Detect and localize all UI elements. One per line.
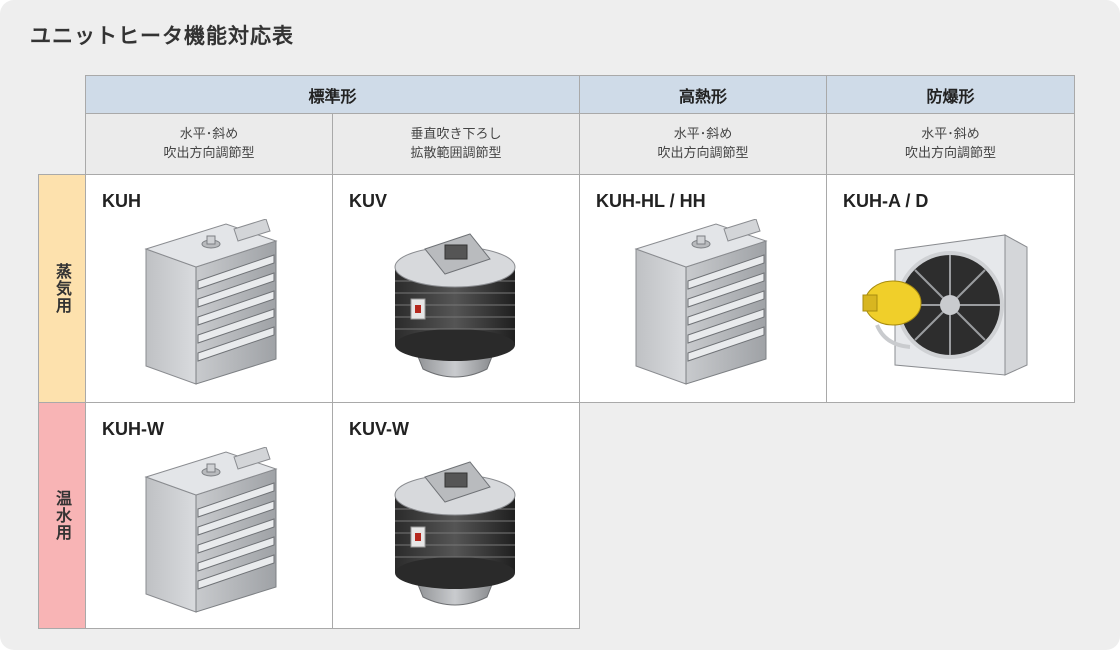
- product-cell-kuh-a-d[interactable]: KUH-A / D: [826, 174, 1075, 403]
- unit-heater-horizontal-icon: [136, 447, 286, 617]
- subheader-line: 吹出方向調節型: [657, 146, 749, 161]
- subheader-kuv: 垂直吹き下ろし 拡散範囲調節型: [332, 113, 580, 175]
- row-label-steam: 蒸気用: [38, 174, 86, 403]
- model-name: KUH-W: [102, 419, 164, 439]
- unit-heater-horizontal-icon: [136, 219, 286, 389]
- row-label-steam-text: 蒸気用: [53, 263, 72, 314]
- subheader-explosion-proof: 水平･斜め 吹出方向調節型: [826, 113, 1075, 175]
- model-name: KUV: [349, 191, 388, 211]
- subheader-line: 水平･斜め: [673, 127, 733, 142]
- unit-heater-vertical-icon: [375, 219, 535, 389]
- subheader-line: 水平･斜め: [921, 127, 980, 142]
- subheader-line: 拡散範囲調節型: [410, 146, 502, 161]
- header-standard: 標準形: [85, 75, 580, 114]
- row-label-hot-water: 温水用: [38, 402, 86, 629]
- product-cell-kuh-w[interactable]: KUH-W: [85, 402, 333, 629]
- page-title: ユニットヒータ機能対応表: [30, 24, 294, 48]
- unit-heater-horizontal-icon: [626, 219, 776, 389]
- model-name: KUH: [102, 191, 141, 211]
- header-standard-label: 標準形: [308, 86, 357, 106]
- explosion-proof-unit-heater-icon: [855, 225, 1035, 385]
- product-cell-kuv[interactable]: KUV: [332, 174, 580, 403]
- model-name: KUV-W: [349, 419, 409, 439]
- product-cell-kuh[interactable]: KUH: [85, 174, 333, 403]
- subheader-line: 垂直吹き下ろし: [410, 127, 502, 142]
- header-explosion-proof-label: 防爆形: [926, 86, 975, 106]
- unit-heater-vertical-icon: [375, 447, 535, 617]
- model-name: KUH-HL / HH: [596, 191, 706, 211]
- subheader-line: 水平･斜め: [179, 127, 239, 142]
- subheader-high-heat: 水平･斜め 吹出方向調節型: [579, 113, 827, 175]
- header-high-heat: 高熱形: [579, 75, 827, 114]
- product-cell-kuv-w[interactable]: KUV-W: [332, 402, 580, 629]
- subheader-line: 吹出方向調節型: [163, 146, 255, 161]
- row-label-hot-water-text: 温水用: [53, 490, 72, 541]
- header-explosion-proof: 防爆形: [826, 75, 1075, 114]
- header-high-heat-label: 高熱形: [678, 86, 727, 106]
- model-name: KUH-A / D: [843, 191, 929, 211]
- subheader-line: 吹出方向調節型: [904, 146, 996, 161]
- product-cell-kuh-hl-hh[interactable]: KUH-HL / HH: [579, 174, 827, 403]
- subheader-kuh: 水平･斜め 吹出方向調節型: [85, 113, 333, 175]
